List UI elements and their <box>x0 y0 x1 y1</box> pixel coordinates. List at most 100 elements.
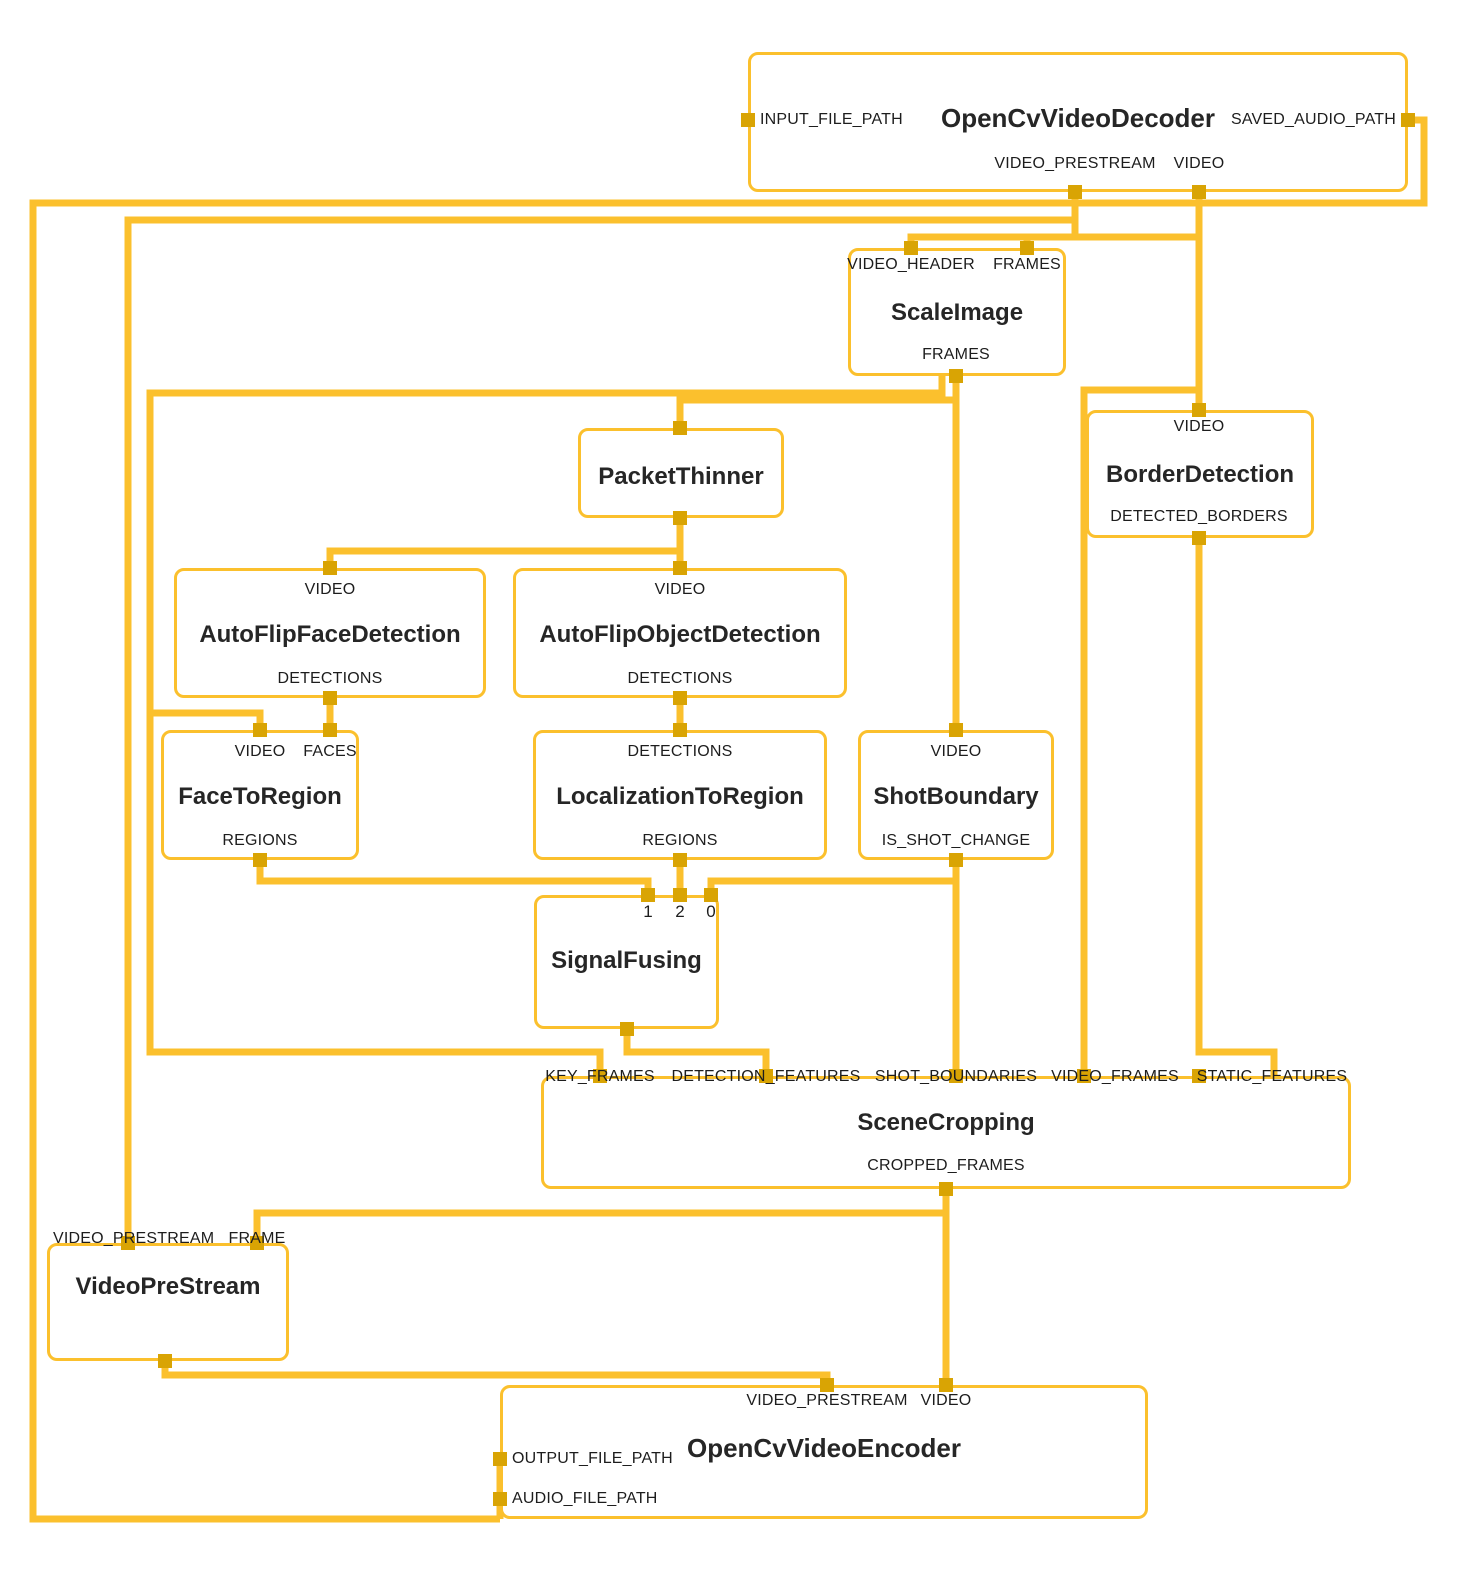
edge <box>161 1361 831 1385</box>
port-scene_cropping-CROPPED_FRAMES[interactable] <box>939 1182 953 1196</box>
port-label-border_detection-DETECTED_BORDERS: DETECTED_BORDERS <box>1110 508 1288 525</box>
port-localization_to_region-REGIONS[interactable] <box>673 853 687 867</box>
port-opencv_video_decoder-VIDEO_PRESTREAM[interactable] <box>1068 185 1082 199</box>
port-label-opencv_video_decoder-INPUT_FILE_PATH: INPUT_FILE_PATH <box>760 111 903 128</box>
port-localization_to_region-DETECTIONS[interactable] <box>673 723 687 737</box>
port-label-scene_cropping-VIDEO_FRAMES: VIDEO_FRAMES <box>1051 1068 1179 1085</box>
port-label-scene_cropping-KEY_FRAMES: KEY_FRAMES <box>545 1068 655 1085</box>
node-autoflip_object_detection[interactable]: AutoFlipObjectDetection <box>513 568 847 698</box>
port-label-autoflip_face_detection-VIDEO: VIDEO <box>304 581 356 598</box>
port-label-autoflip_object_detection-DETECTIONS: DETECTIONS <box>627 670 733 687</box>
port-scale_image-FRAMES[interactable] <box>949 369 963 383</box>
edge <box>326 547 680 568</box>
node-title: BorderDetection <box>1105 461 1295 488</box>
port-shot_boundary-IS_SHOT_CHANGE[interactable] <box>949 853 963 867</box>
port-label-autoflip_face_detection-DETECTIONS: DETECTIONS <box>277 670 383 687</box>
port-label-shot_boundary-VIDEO: VIDEO <box>930 743 982 760</box>
node-autoflip_face_detection[interactable]: AutoFlipFaceDetection <box>174 568 486 698</box>
port-label-opencv_video_decoder-VIDEO: VIDEO <box>1173 155 1225 172</box>
port-index-label-signal_fusing-2: 2 <box>675 902 685 921</box>
port-border_detection-DETECTED_BORDERS[interactable] <box>1192 531 1206 545</box>
node-video_prestream[interactable]: VideoPreStream <box>47 1243 289 1361</box>
port-opencv_video_encoder-AUDIO_FILE_PATH[interactable] <box>493 1492 507 1506</box>
node-title: AutoFlipObjectDetection <box>539 621 821 648</box>
edge <box>676 376 960 428</box>
port-video_prestream-FRAME[interactable] <box>250 1236 264 1250</box>
port-label-face_to_region-VIDEO: VIDEO <box>234 743 286 760</box>
node-scene_cropping[interactable]: SceneCropping <box>541 1076 1351 1189</box>
port-face_to_region-FACES[interactable] <box>323 723 337 737</box>
edge <box>256 860 652 895</box>
port-label-opencv_video_decoder-VIDEO_PRESTREAM: VIDEO_PRESTREAM <box>994 155 1156 172</box>
port-label-localization_to_region-REGIONS: REGIONS <box>642 832 718 849</box>
port-label-shot_boundary-IS_SHOT_CHANGE: IS_SHOT_CHANGE <box>881 832 1031 849</box>
port-signal_fusing-1[interactable] <box>641 888 655 902</box>
port-autoflip_object_detection-DETECTIONS[interactable] <box>673 691 687 705</box>
edge <box>146 376 946 730</box>
port-signal_fusing-outputs[interactable] <box>620 1022 634 1036</box>
port-video_prestream-VIDEO_PRESTREAM[interactable] <box>121 1236 135 1250</box>
port-label-scale_image-FRAMES: FRAMES <box>993 256 1061 273</box>
port-index-label-signal_fusing-1: 1 <box>643 902 653 921</box>
port-scene_cropping-SHOT_BOUNDARIES[interactable] <box>949 1069 963 1083</box>
node-title: AutoFlipFaceDetection <box>199 621 461 648</box>
port-scale_image-FRAMES[interactable] <box>1020 241 1034 255</box>
port-label-opencv_video_encoder-OUTPUT_FILE_PATH: OUTPUT_FILE_PATH <box>512 1450 673 1467</box>
port-scene_cropping-STATIC_FEATURES[interactable] <box>1192 1069 1206 1083</box>
port-autoflip_object_detection-VIDEO[interactable] <box>673 561 687 575</box>
port-opencv_video_encoder-VIDEO[interactable] <box>939 1378 953 1392</box>
node-title: LocalizationToRegion <box>556 783 804 810</box>
node-title: OpenCvVideoEncoder <box>686 1433 962 1463</box>
port-signal_fusing-0[interactable] <box>704 888 718 902</box>
port-autoflip_face_detection-VIDEO[interactable] <box>323 561 337 575</box>
port-shot_boundary-VIDEO[interactable] <box>949 723 963 737</box>
port-label-scene_cropping-DETECTION_FEATURES: DETECTION_FEATURES <box>671 1068 861 1085</box>
port-label-opencv_video_encoder-AUDIO_FILE_PATH: AUDIO_FILE_PATH <box>512 1490 658 1507</box>
node-title: PacketThinner <box>598 463 764 490</box>
port-label-opencv_video_encoder-VIDEO: VIDEO <box>920 1392 972 1409</box>
edge <box>1195 538 1278 1076</box>
port-label-scene_cropping-SHOT_BOUNDARIES: SHOT_BOUNDARIES <box>874 1068 1038 1085</box>
port-label-border_detection-VIDEO: VIDEO <box>1173 418 1225 435</box>
port-video_prestream-outputs[interactable] <box>158 1354 172 1368</box>
port-label-scale_image-FRAMES: FRAMES <box>922 346 990 363</box>
edge <box>1080 386 1199 1076</box>
node-title: FaceToRegion <box>178 783 342 810</box>
node-opencv_video_decoder[interactable]: OpenCvVideoDecoder <box>748 52 1408 192</box>
port-signal_fusing-2[interactable] <box>673 888 687 902</box>
port-label-localization_to_region-DETECTIONS: DETECTIONS <box>627 743 733 760</box>
port-label-autoflip_object_detection-VIDEO: VIDEO <box>654 581 706 598</box>
port-autoflip_face_detection-DETECTIONS[interactable] <box>323 691 337 705</box>
port-label-opencv_video_decoder-SAVED_AUDIO_PATH: SAVED_AUDIO_PATH <box>1230 111 1396 128</box>
port-label-opencv_video_encoder-VIDEO_PRESTREAM: VIDEO_PRESTREAM <box>746 1392 908 1409</box>
port-face_to_region-VIDEO[interactable] <box>253 723 267 737</box>
port-opencv_video_decoder-VIDEO[interactable] <box>1192 185 1206 199</box>
node-border_detection[interactable]: BorderDetection <box>1086 410 1314 538</box>
port-opencv_video_decoder-INPUT_FILE_PATH[interactable] <box>741 113 755 127</box>
edge <box>146 713 604 1076</box>
port-packet_thinner-outputs[interactable] <box>673 511 687 525</box>
node-title: SignalFusing <box>551 947 702 974</box>
edge <box>253 1189 950 1243</box>
port-face_to_region-REGIONS[interactable] <box>253 853 267 867</box>
port-label-face_to_region-REGIONS: REGIONS <box>222 832 298 849</box>
node-signal_fusing[interactable]: SignalFusing <box>534 895 719 1029</box>
port-scale_image-VIDEO_HEADER[interactable] <box>904 241 918 255</box>
edge <box>707 860 960 895</box>
node-packet_thinner[interactable]: PacketThinner <box>578 428 784 518</box>
port-border_detection-VIDEO[interactable] <box>1192 403 1206 417</box>
port-index-label-signal_fusing-0: 0 <box>706 902 716 921</box>
port-scene_cropping-KEY_FRAMES[interactable] <box>593 1069 607 1083</box>
port-opencv_video_encoder-VIDEO_PRESTREAM[interactable] <box>820 1378 834 1392</box>
node-opencv_video_encoder[interactable]: OpenCvVideoEncoder <box>500 1385 1148 1519</box>
port-scene_cropping-DETECTION_FEATURES[interactable] <box>759 1069 773 1083</box>
port-label-scene_cropping-STATIC_FEATURES: STATIC_FEATURES <box>1196 1068 1348 1085</box>
node-scale_image[interactable]: ScaleImage <box>848 248 1066 376</box>
port-opencv_video_decoder-SAVED_AUDIO_PATH[interactable] <box>1401 113 1415 127</box>
port-packet_thinner-inputs[interactable] <box>673 421 687 435</box>
node-title: VideoPreStream <box>75 1273 261 1300</box>
port-scene_cropping-VIDEO_FRAMES[interactable] <box>1077 1069 1091 1083</box>
node-title: OpenCvVideoDecoder <box>940 103 1216 133</box>
port-opencv_video_encoder-OUTPUT_FILE_PATH[interactable] <box>493 1452 507 1466</box>
